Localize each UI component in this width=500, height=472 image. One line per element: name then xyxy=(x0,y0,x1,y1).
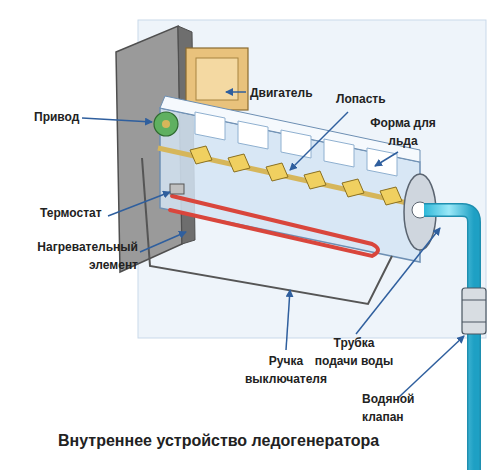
paddles xyxy=(190,146,402,205)
part-label: Термостат xyxy=(40,204,120,222)
water-tube-outline xyxy=(424,210,474,470)
valve-band xyxy=(462,300,486,301)
water-valve xyxy=(462,288,486,334)
heating-element xyxy=(170,196,378,256)
part-label: Водяной клапан xyxy=(362,390,424,426)
part-label: Двигатель xyxy=(250,84,340,102)
water-tube xyxy=(424,210,474,470)
part-label: Нагревательный элемент xyxy=(34,238,138,274)
figure-caption: Внутреннее устройство ледогенератора xyxy=(58,432,379,450)
part-label: Привод xyxy=(34,108,94,126)
ice-cells xyxy=(195,112,397,176)
valve-band xyxy=(462,322,486,323)
motor xyxy=(186,48,248,110)
part-label: Форма для льда xyxy=(366,114,440,150)
thermostat xyxy=(170,184,184,194)
switch-arm xyxy=(142,158,392,304)
leader-lines xyxy=(82,92,464,398)
motor-detail xyxy=(196,58,238,100)
part-label: Лопасть xyxy=(336,90,406,108)
background-panel xyxy=(138,20,486,338)
part-label: Трубка подачи воды xyxy=(314,334,394,370)
drive-hub xyxy=(162,120,170,128)
drive-gear xyxy=(154,112,178,136)
